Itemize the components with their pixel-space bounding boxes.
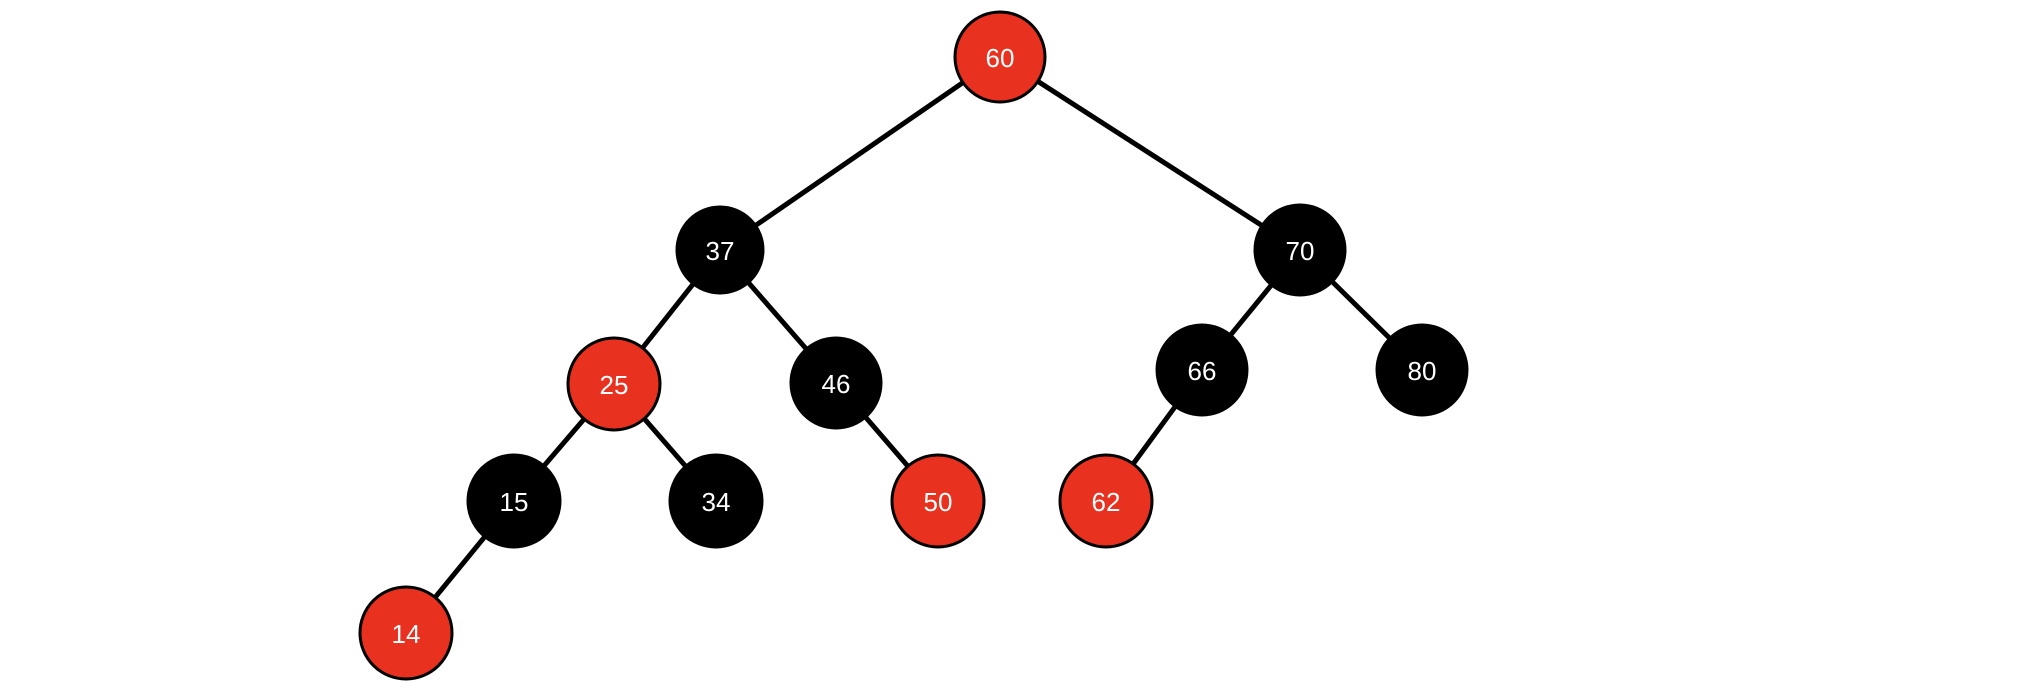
- node-circle-15[interactable]: [466, 453, 562, 549]
- tree-node-80[interactable]: 80: [1375, 323, 1469, 417]
- node-circle-37[interactable]: [675, 205, 765, 295]
- node-circle-34[interactable]: [668, 453, 764, 549]
- node-circle-46[interactable]: [789, 336, 883, 430]
- tree-node-62[interactable]: 62: [1058, 453, 1154, 549]
- node-circle-66[interactable]: [1155, 323, 1249, 417]
- tree-edge-15-to-14: [431, 533, 489, 601]
- tree-edge-70-to-80: [1328, 278, 1394, 342]
- tree-node-50[interactable]: 50: [890, 453, 986, 549]
- tree-node-14[interactable]: 14: [358, 585, 454, 681]
- node-circle-14[interactable]: [358, 585, 454, 681]
- tree-edge-37-to-25: [639, 280, 697, 352]
- tree-edge-46-to-50: [862, 413, 912, 470]
- tree-node-25[interactable]: 25: [566, 336, 662, 432]
- tree-edge-37-to-46: [745, 279, 810, 353]
- node-circle-25[interactable]: [566, 336, 662, 432]
- node-circle-80[interactable]: [1375, 323, 1469, 417]
- nodes-group: 60 37 70 25 46 66 80 15 34 50 62 14: [358, 10, 1469, 681]
- tree-edge-60-to-37: [752, 79, 967, 229]
- node-circle-70[interactable]: [1253, 203, 1347, 297]
- tree-edge-70-to-66: [1227, 281, 1275, 339]
- tree-node-15[interactable]: 15: [466, 453, 562, 549]
- edges-group: [431, 78, 1394, 601]
- tree-node-46[interactable]: 46: [789, 336, 883, 430]
- tree-edge-25-to-34: [641, 415, 689, 470]
- tree-node-66[interactable]: 66: [1155, 323, 1249, 417]
- node-circle-62[interactable]: [1058, 453, 1154, 549]
- tree-edge-60-to-70: [1034, 78, 1266, 229]
- tree-edge-66-to-62: [1129, 403, 1179, 467]
- tree-node-37[interactable]: 37: [675, 205, 765, 295]
- tree-edge-25-to-15: [540, 415, 588, 470]
- tree-node-34[interactable]: 34: [668, 453, 764, 549]
- node-circle-60[interactable]: [953, 10, 1047, 104]
- node-circle-50[interactable]: [890, 453, 986, 549]
- tree-node-70[interactable]: 70: [1253, 203, 1347, 297]
- tree-node-60[interactable]: 60: [953, 10, 1047, 104]
